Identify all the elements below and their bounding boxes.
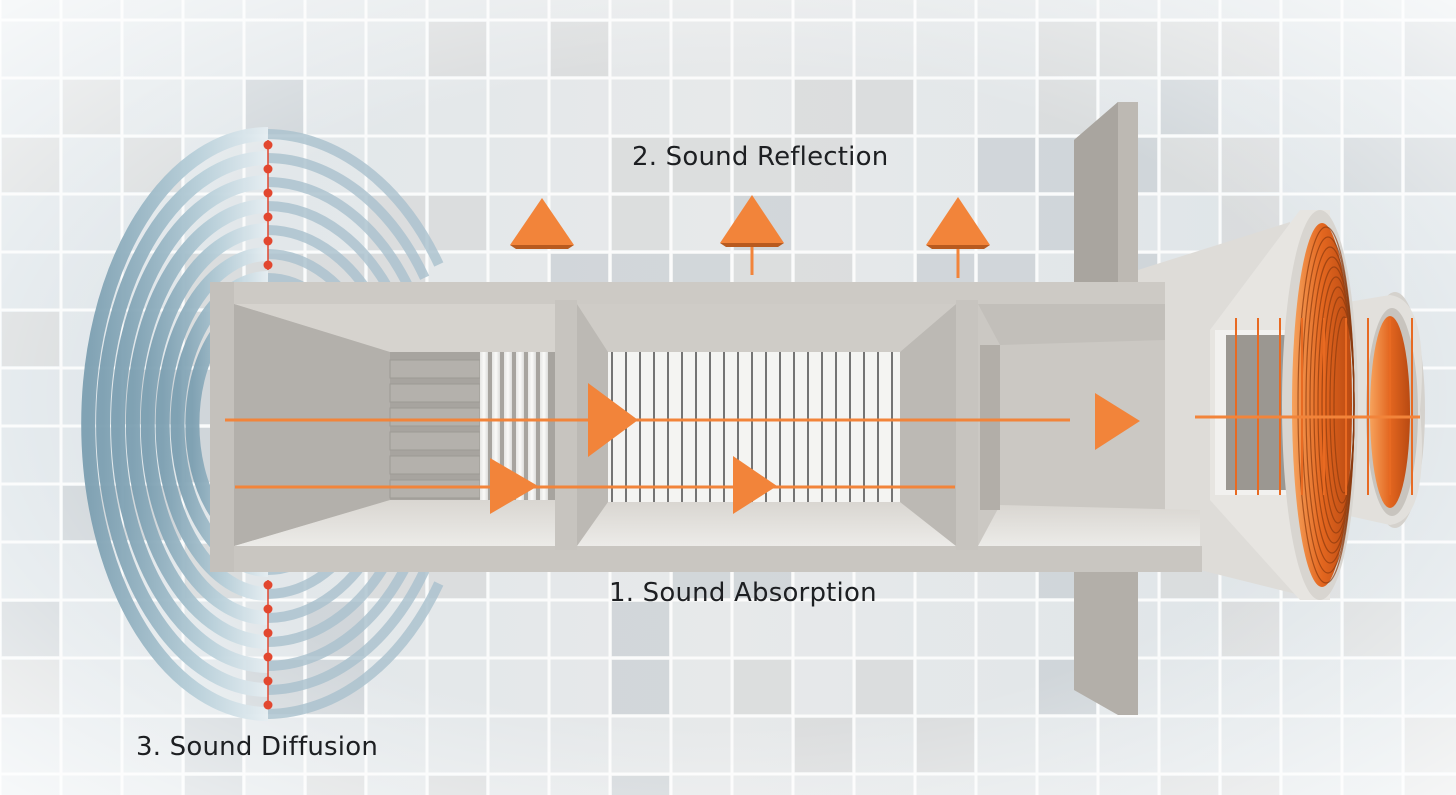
label-sound-absorption: 1. Sound Absorption: [609, 578, 877, 608]
label-sound-diffusion: 3. Sound Diffusion: [136, 732, 378, 762]
label-sound-reflection: 2. Sound Reflection: [632, 142, 889, 172]
